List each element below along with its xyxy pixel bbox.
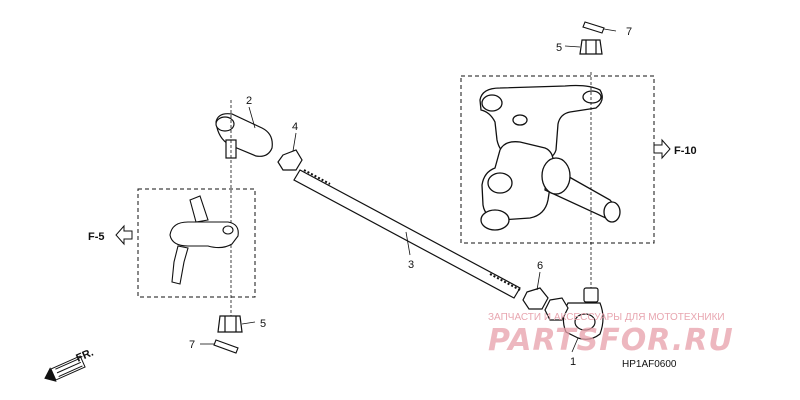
watermark-caption: ЗАПЧАСТИ И АКСЕССУАРЫ ДЛЯ МОТОТЕХНИКИ xyxy=(488,312,725,323)
steering-knuckle xyxy=(479,84,621,231)
castle-nut-5-top xyxy=(579,39,603,55)
lower-arm xyxy=(169,195,239,285)
callout-1: 1 xyxy=(570,356,576,368)
callout-5-top: 5 xyxy=(556,42,562,54)
tie-rod-end-2 xyxy=(215,100,273,320)
callout-4: 4 xyxy=(292,121,298,133)
diagram-code: HP1AF0600 xyxy=(622,359,677,370)
leader-lines xyxy=(200,28,617,353)
tie-rod-shaft xyxy=(293,169,521,299)
reference-arrow-left xyxy=(115,224,133,246)
castle-nut-5-bottom xyxy=(217,315,243,333)
cotter-pin-7-top xyxy=(582,21,605,34)
front-label: FR. xyxy=(74,347,95,365)
tie-rod-end-1 xyxy=(562,72,604,340)
callout-7-top: 7 xyxy=(626,26,632,38)
nut-4 xyxy=(277,149,303,171)
cotter-pin-7-bottom xyxy=(213,339,239,354)
callout-6: 6 xyxy=(537,260,543,272)
nut-6 xyxy=(522,287,569,321)
front-arrow-icon xyxy=(44,355,86,382)
callout-5-bottom: 5 xyxy=(260,318,266,330)
callout-7-bottom: 7 xyxy=(189,339,195,351)
knuckle-dashed-frame xyxy=(460,75,655,244)
reference-arrow-right xyxy=(653,138,671,160)
watermark-logo: PARTSFOR.RU xyxy=(488,323,734,358)
reference-label-f10: F-10 xyxy=(674,145,697,157)
callout-2: 2 xyxy=(246,95,252,107)
arm-dashed-frame xyxy=(137,188,256,298)
callout-3: 3 xyxy=(408,259,414,271)
reference-label-f5: F-5 xyxy=(88,231,105,243)
